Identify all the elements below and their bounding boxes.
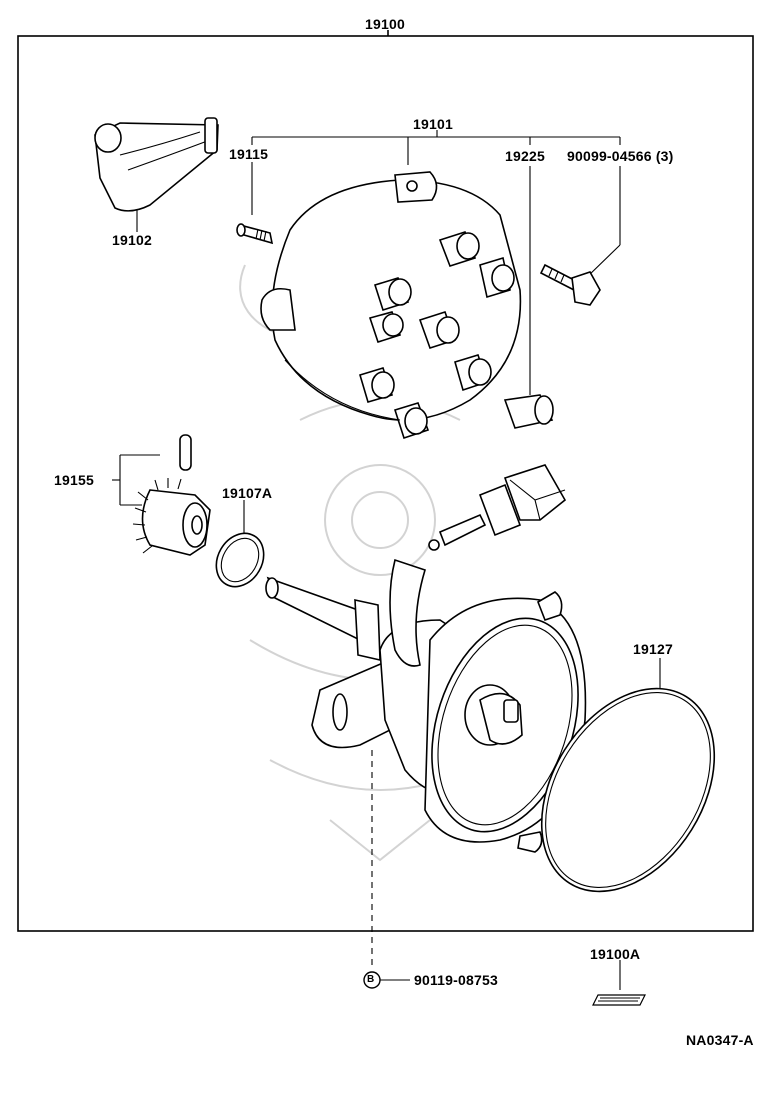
carbon-19225 [503, 394, 554, 429]
oring-19107a [215, 500, 265, 588]
label-19225: 19225 [505, 148, 545, 164]
label-19100: 19100 [365, 16, 405, 32]
label-19101: 19101 [413, 116, 453, 132]
label-plate-19100a [592, 960, 646, 1006]
label-19107a: 19107A [222, 485, 273, 501]
label-b-marker: B [367, 974, 375, 985]
label-19127: 19127 [633, 641, 673, 657]
label-90119-08753: 90119-08753 [414, 972, 498, 988]
assembly-frame [17, 35, 754, 932]
cap-bracket-lines [136, 130, 621, 395]
label-19102: 19102 [112, 232, 152, 248]
distributor-cap-19101 [260, 171, 522, 440]
distributor-housing [265, 464, 587, 853]
label-90099-04566: 90099-04566 (3) [567, 148, 674, 164]
diagram-code: NA0347-A [686, 1032, 754, 1048]
gasket-19127 [540, 658, 716, 893]
label-19115: 19115 [229, 146, 269, 162]
spring-19115 [236, 223, 274, 245]
bolt-90099-04566 [539, 263, 601, 306]
label-19100a: 19100A [590, 946, 641, 962]
rotor-19102 [94, 117, 219, 212]
label-19155: 19155 [54, 472, 94, 488]
pin-gear-19155 [112, 434, 211, 556]
